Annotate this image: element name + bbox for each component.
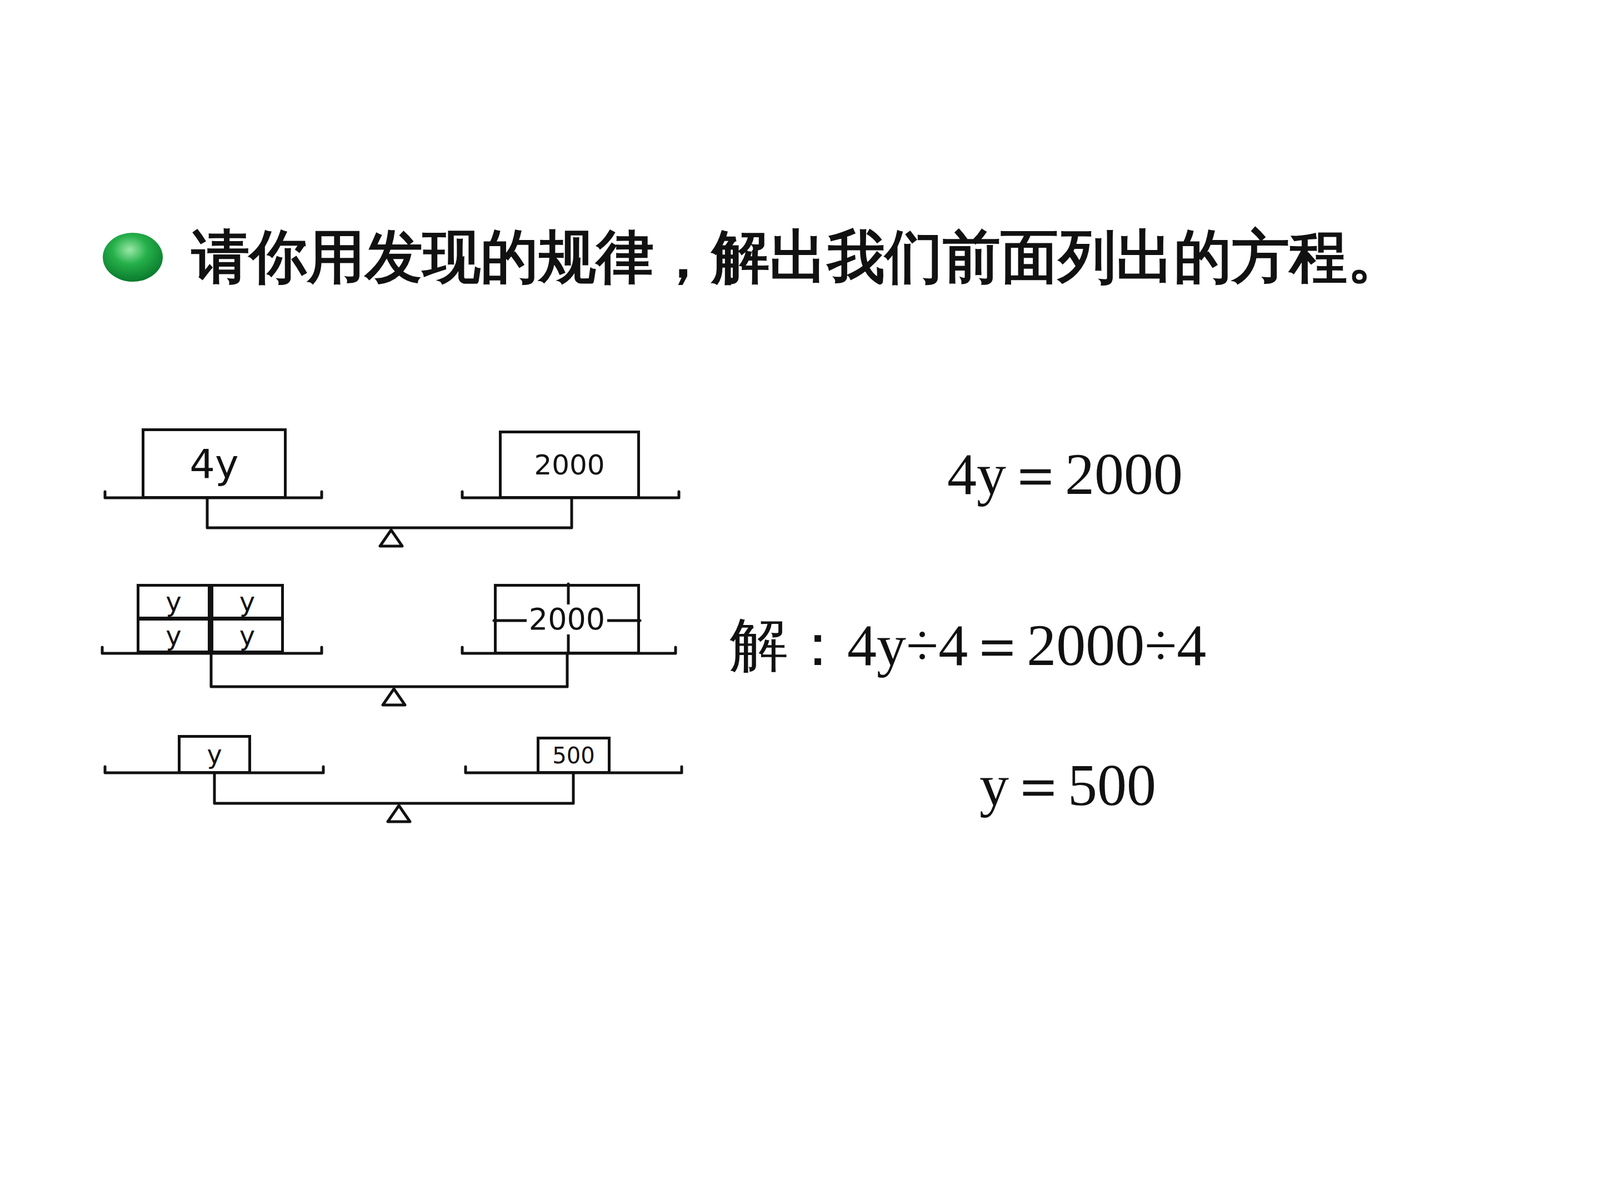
box-label: 2000	[526, 604, 608, 635]
weight-box: 2000	[493, 583, 640, 655]
box-label: 500	[552, 744, 595, 767]
bullet-dot	[102, 232, 163, 282]
weight-box: y	[177, 735, 252, 774]
heading: 请你用发现的规律，解出我们前面列出的方程。	[191, 222, 1405, 292]
equation-step: 解：4y÷4＝2000÷4	[729, 610, 1207, 681]
weight-box: y	[136, 617, 211, 654]
box-label: y	[239, 622, 255, 649]
equation-step: y＝500	[979, 750, 1157, 821]
weight-box: 2000	[498, 430, 640, 499]
box-label: 4y	[189, 443, 239, 484]
box-label: y	[165, 588, 182, 615]
balance-scale	[105, 491, 679, 547]
box-label: y	[165, 622, 182, 649]
weight-box: y	[136, 583, 211, 620]
weight-box: 4y	[141, 428, 287, 499]
weight-box: y	[210, 583, 284, 620]
weight-box: y	[210, 617, 284, 654]
box-label: 2000	[533, 451, 605, 479]
equation-step: 4y＝2000	[947, 438, 1183, 510]
weight-box: 500	[536, 736, 611, 774]
balance-scale	[102, 583, 676, 705]
balance-scale	[105, 766, 682, 822]
box-label: y	[239, 588, 255, 615]
box-label: y	[206, 741, 222, 768]
